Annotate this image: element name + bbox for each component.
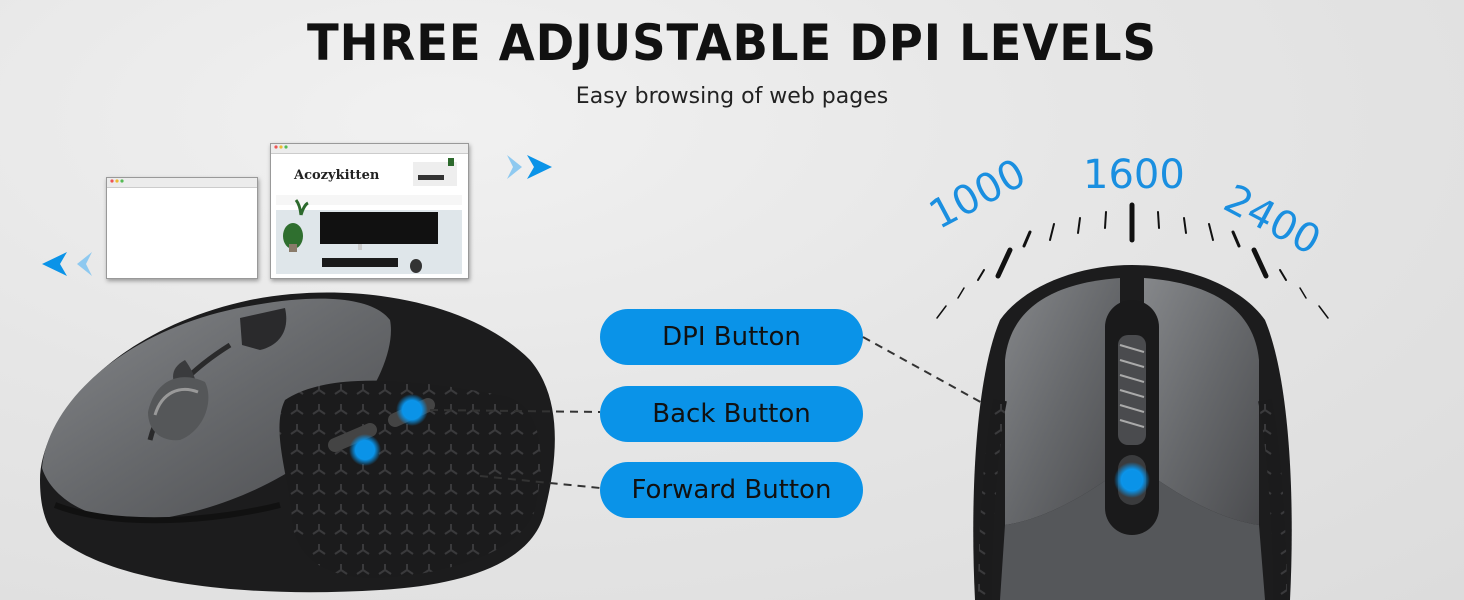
dpi-button-callout: DPI Button <box>600 309 863 365</box>
dpi-level-1600: 1600 <box>1083 152 1185 198</box>
website-preview-art <box>276 158 462 274</box>
double-chevron-right-icon <box>507 155 552 179</box>
blank-browser-window <box>106 177 258 279</box>
back-connector <box>429 409 601 413</box>
mouse-top-view <box>973 265 1292 600</box>
website-brand-name: Acozykitten <box>294 168 380 183</box>
dpi-dial-ticks <box>936 202 1329 319</box>
double-chevron-left-icon <box>42 252 92 276</box>
page-subtitle: Easy browsing of web pages <box>575 84 889 109</box>
browser-window-dots <box>110 145 288 183</box>
back-button-callout: Back Button <box>600 386 863 442</box>
forward-connector <box>479 475 601 489</box>
forward-button-callout: Forward Button <box>600 462 863 518</box>
page-title: THREE ADJUSTABLE DPI LEVELS <box>307 14 1157 72</box>
mouse-side-view <box>40 292 555 593</box>
